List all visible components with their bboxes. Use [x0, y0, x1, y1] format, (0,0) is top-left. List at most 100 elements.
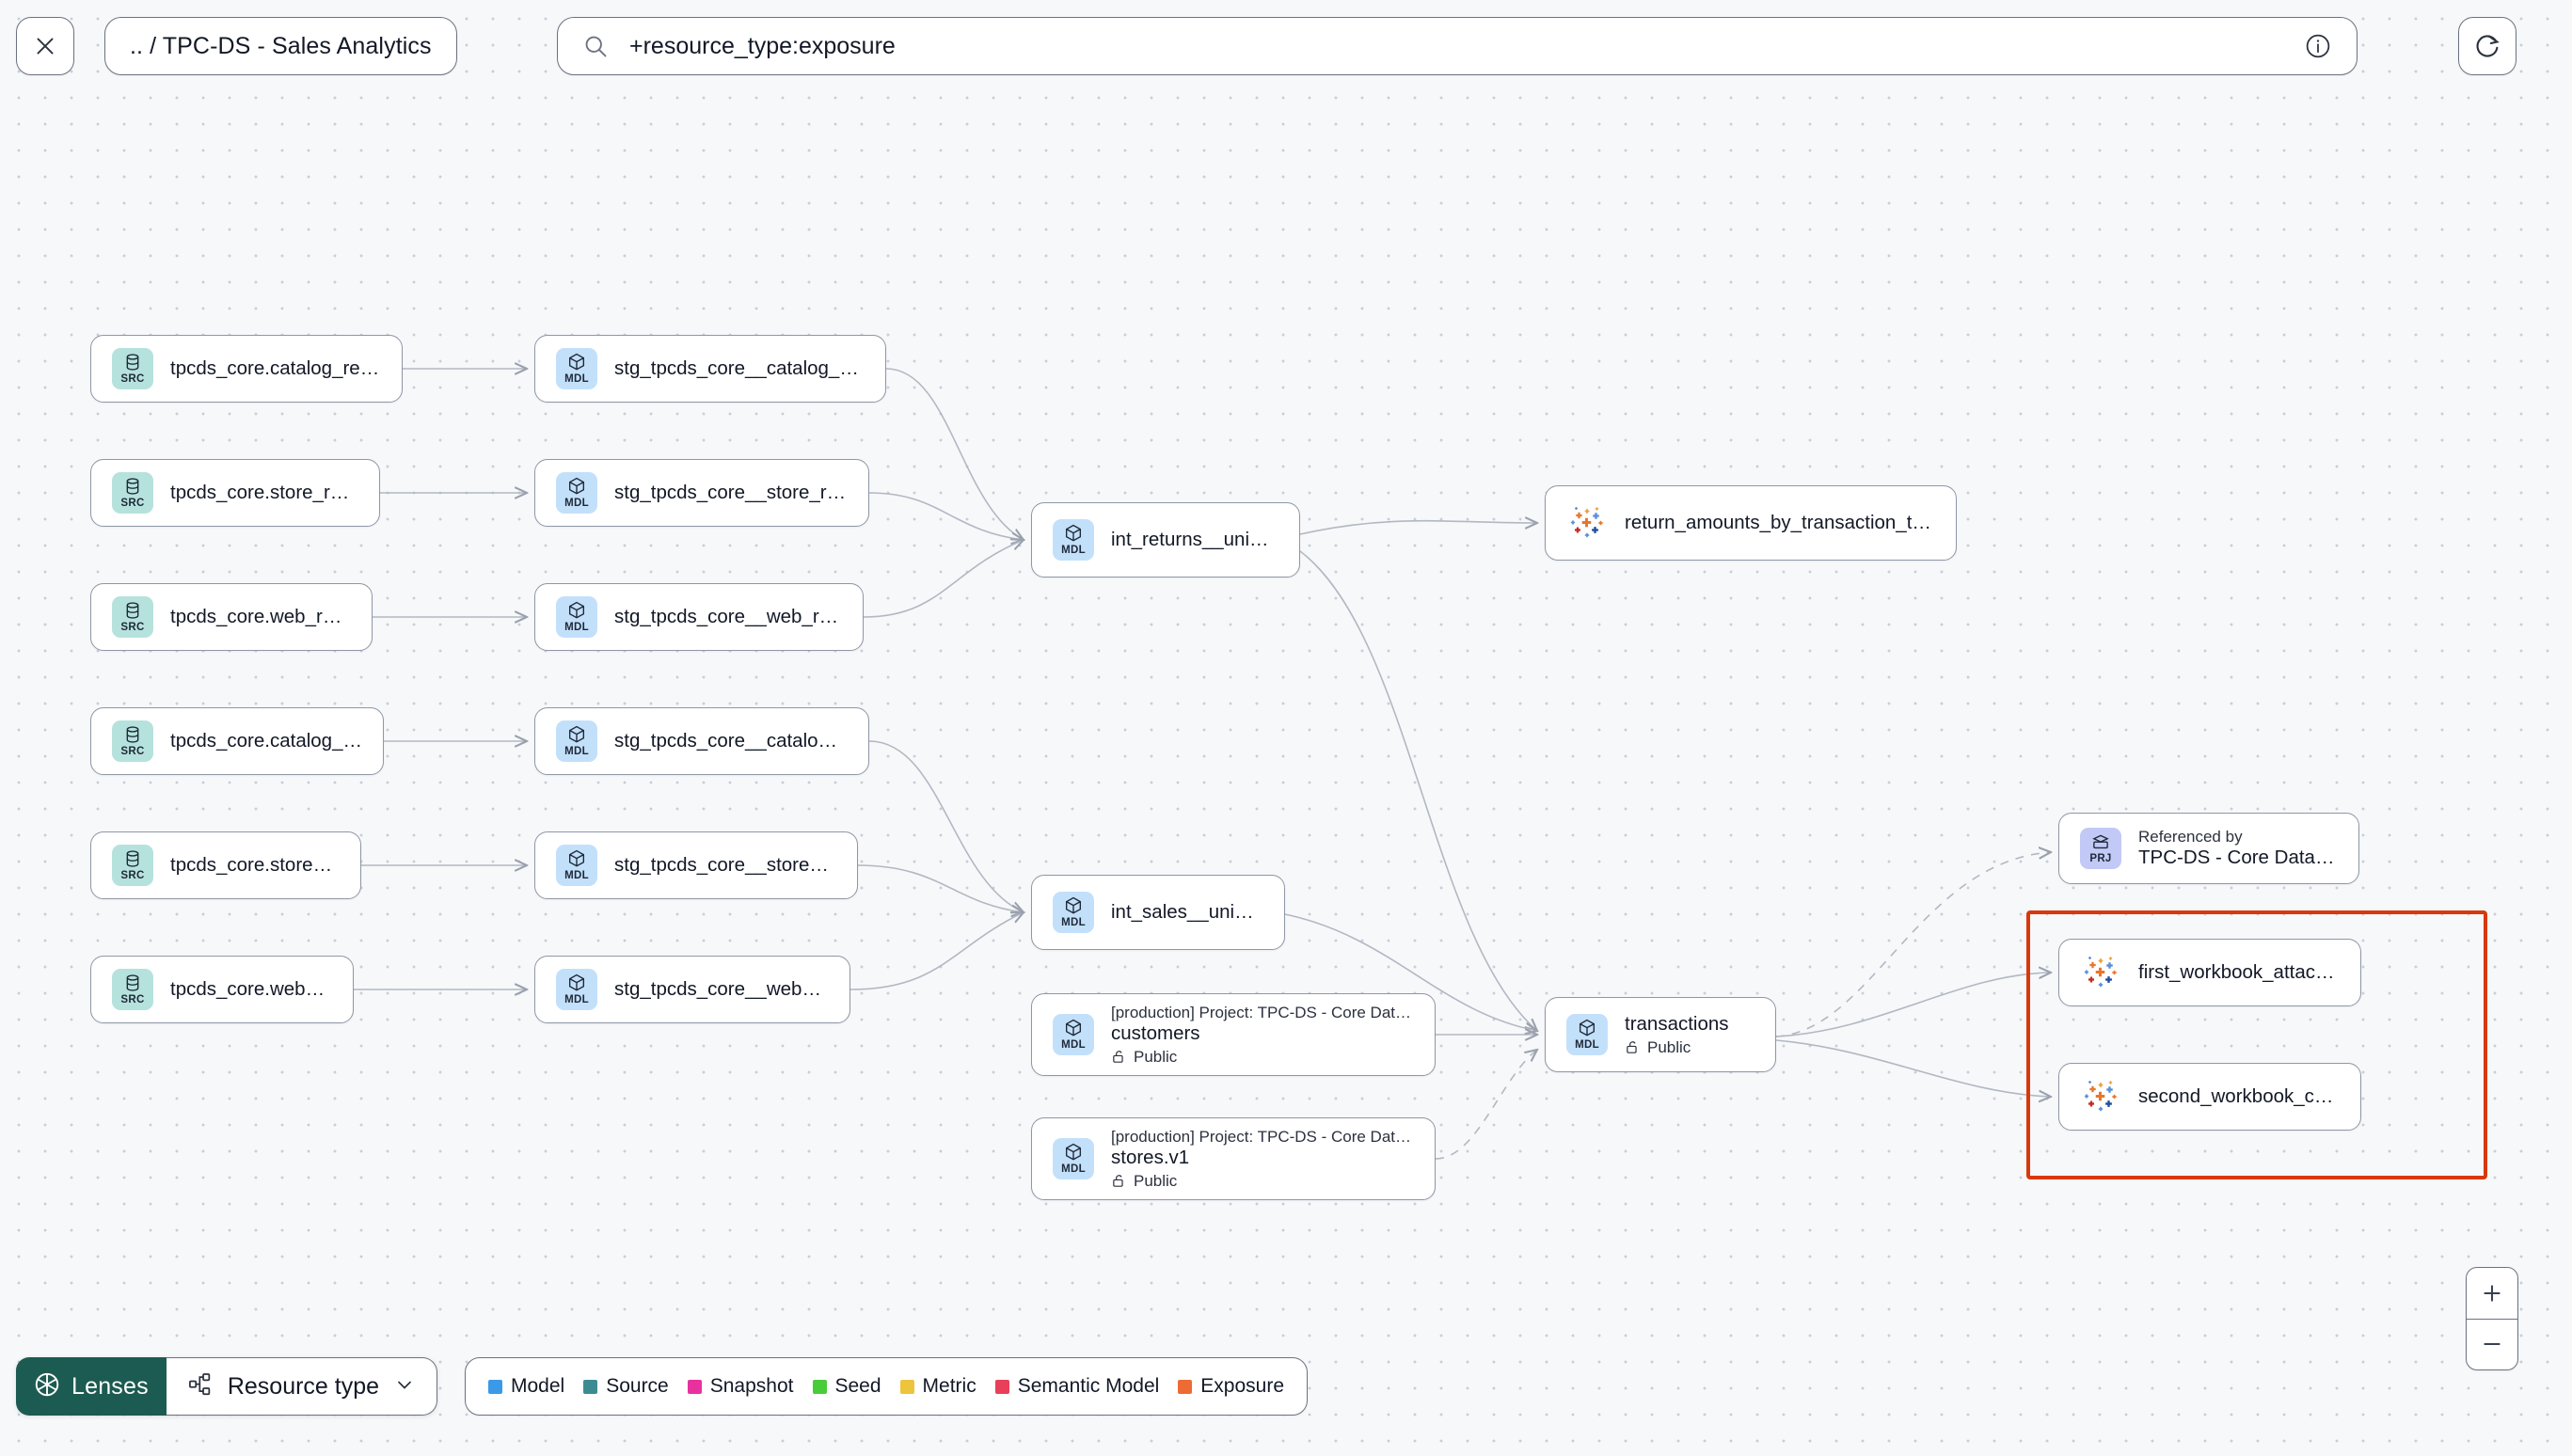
- node-labels: stg_tpcds_core__store_sales: [614, 854, 836, 877]
- legend-swatch-icon: [687, 1379, 702, 1394]
- plus-icon: [2484, 1285, 2501, 1302]
- close-button[interactable]: [16, 17, 74, 75]
- breadcrumb-label: .. / TPC-DS - Sales Analytics: [130, 32, 432, 59]
- mdl-badge-icon: MDL: [556, 348, 597, 389]
- badge-label: SRC: [120, 498, 145, 510]
- src-badge-icon: SRC: [112, 472, 153, 514]
- node-labels: int_sales__unioned: [1111, 901, 1263, 924]
- legend-swatch-icon: [488, 1379, 502, 1394]
- graph-node-mdl-int-returns-unioned[interactable]: MDL int_returns__unioned: [1031, 502, 1300, 578]
- badge-label: SRC: [120, 994, 145, 1006]
- node-title: int_sales__unioned: [1111, 901, 1263, 923]
- node-visibility-label: Public: [1647, 1037, 1691, 1056]
- mdl-badge-icon: MDL: [1566, 1014, 1608, 1055]
- search-bar[interactable]: +resource_type:exposure: [557, 17, 2358, 75]
- node-title: stg_tpcds_core__store_sales: [614, 854, 836, 876]
- node-labels: stg_tpcds_core__web_sales: [614, 978, 829, 1001]
- node-title: stg_tpcds_core__web_returns: [614, 606, 842, 627]
- node-title: tpcds_core.catalog_returns: [170, 357, 381, 379]
- search-icon: [582, 33, 609, 59]
- legend-item-source[interactable]: Source: [583, 1375, 669, 1398]
- badge-label: MDL: [1061, 1039, 1086, 1052]
- badge-label: MDL: [564, 498, 589, 510]
- graph-node-exp-first-workbook[interactable]: first_workbook_attached_to_tpc-ds_-_…: [2058, 939, 2361, 1006]
- legend-item-seed[interactable]: Seed: [812, 1375, 881, 1398]
- breadcrumb[interactable]: .. / TPC-DS - Sales Analytics: [104, 17, 457, 75]
- legend-label: Exposure: [1200, 1375, 1285, 1397]
- node-labels: first_workbook_attached_to_tpc-ds_-_…: [2138, 961, 2340, 984]
- legend-item-snapshot[interactable]: Snapshot: [687, 1375, 794, 1398]
- mdl-badge-icon: MDL: [556, 596, 597, 638]
- legend-swatch-icon: [1178, 1379, 1193, 1394]
- mdl-badge-icon: MDL: [556, 969, 597, 1010]
- node-subtitle: Referenced by: [2138, 828, 2243, 846]
- node-title: int_returns__unioned: [1111, 529, 1278, 550]
- lenses-toolbar: Lenses Resource type: [16, 1357, 438, 1416]
- node-title: stg_tpcds_core__catalog_returns: [614, 357, 865, 379]
- node-labels: [production] Project: TPC-DS - Core Data…: [1111, 1128, 1414, 1191]
- legend-item-semantic-model[interactable]: Semantic Model: [994, 1375, 1159, 1398]
- node-title: TPC-DS - Core Data Models: [2138, 847, 2338, 868]
- node-visibility-label: Public: [1134, 1047, 1178, 1066]
- node-labels: return_amounts_by_transaction_type: [1625, 512, 1935, 534]
- legend-label: Metric: [922, 1375, 976, 1397]
- node-subtitle: [production] Project: TPC-DS - Core Data…: [1111, 1127, 1414, 1146]
- graph-node-mdl-stg-web-returns[interactable]: MDL stg_tpcds_core__web_returns: [534, 583, 864, 651]
- badge-label: PRJ: [2089, 853, 2112, 865]
- mdl-badge-icon: MDL: [1053, 1014, 1094, 1055]
- exp-badge-icon: [2080, 1076, 2121, 1117]
- zoom-out-button[interactable]: [2467, 1318, 2517, 1370]
- node-visibility-label: Public: [1134, 1171, 1178, 1190]
- zoom-in-button[interactable]: [2467, 1268, 2517, 1319]
- chevron-down-icon: [393, 1373, 416, 1401]
- mdl-badge-icon: MDL: [1053, 892, 1094, 933]
- graph-node-exp-return-amounts[interactable]: return_amounts_by_transaction_type: [1545, 485, 1957, 561]
- legend-item-exposure[interactable]: Exposure: [1178, 1375, 1284, 1398]
- graph-node-mdl-stg-catalog-returns[interactable]: MDL stg_tpcds_core__catalog_returns: [534, 335, 886, 403]
- unlock-icon: [1111, 1049, 1127, 1065]
- graph-node-mdl-int-sales-unioned[interactable]: MDL int_sales__unioned: [1031, 875, 1285, 950]
- src-badge-icon: SRC: [112, 720, 153, 762]
- node-title: stg_tpcds_core__store_returns: [614, 482, 848, 503]
- graph-node-mdl-stg-web-sales[interactable]: MDL stg_tpcds_core__web_sales: [534, 956, 850, 1023]
- legend-item-model[interactable]: Model: [488, 1375, 564, 1398]
- node-labels: tpcds_core.catalog_returns: [170, 357, 381, 380]
- node-visibility-badge: Public: [1111, 1048, 1414, 1067]
- graph-node-exp-second-workbook[interactable]: second_workbook_connected_to_live…: [2058, 1063, 2361, 1131]
- exp-badge-icon: [1566, 502, 1608, 544]
- badge-label: MDL: [564, 994, 589, 1006]
- graph-node-src-catalog-returns[interactable]: SRC tpcds_core.catalog_returns: [90, 335, 403, 403]
- unlock-icon: [1111, 1173, 1127, 1189]
- graph-node-mdl-stores-v1[interactable]: MDL[production] Project: TPC-DS - Core D…: [1031, 1117, 1436, 1200]
- node-title: stg_tpcds_core__web_sales: [614, 978, 829, 1000]
- graph-node-mdl-stg-store-returns[interactable]: MDL stg_tpcds_core__store_returns: [534, 459, 869, 527]
- badge-label: SRC: [120, 746, 145, 758]
- lenses-button[interactable]: Lenses: [16, 1357, 167, 1416]
- node-labels: int_returns__unioned: [1111, 529, 1278, 551]
- legend-label: Snapshot: [709, 1375, 794, 1397]
- info-icon[interactable]: [2304, 32, 2332, 60]
- legend-item-metric[interactable]: Metric: [899, 1375, 976, 1398]
- badge-label: SRC: [120, 373, 145, 386]
- badge-label: MDL: [1061, 545, 1086, 557]
- resource-type-dropdown[interactable]: Resource type: [166, 1357, 438, 1416]
- search-input[interactable]: +resource_type:exposure: [629, 32, 896, 59]
- graph-edges: [354, 109, 2572, 1160]
- graph-node-mdl-customers[interactable]: MDL[production] Project: TPC-DS - Core D…: [1031, 993, 1436, 1076]
- refresh-button[interactable]: [2458, 17, 2516, 75]
- resource-type-legend: Model Source Snapshot Seed Metric Semantic Mo…: [465, 1357, 1309, 1416]
- badge-label: SRC: [120, 870, 145, 882]
- legend-swatch-icon: [994, 1379, 1009, 1394]
- badge-label: MDL: [564, 373, 589, 386]
